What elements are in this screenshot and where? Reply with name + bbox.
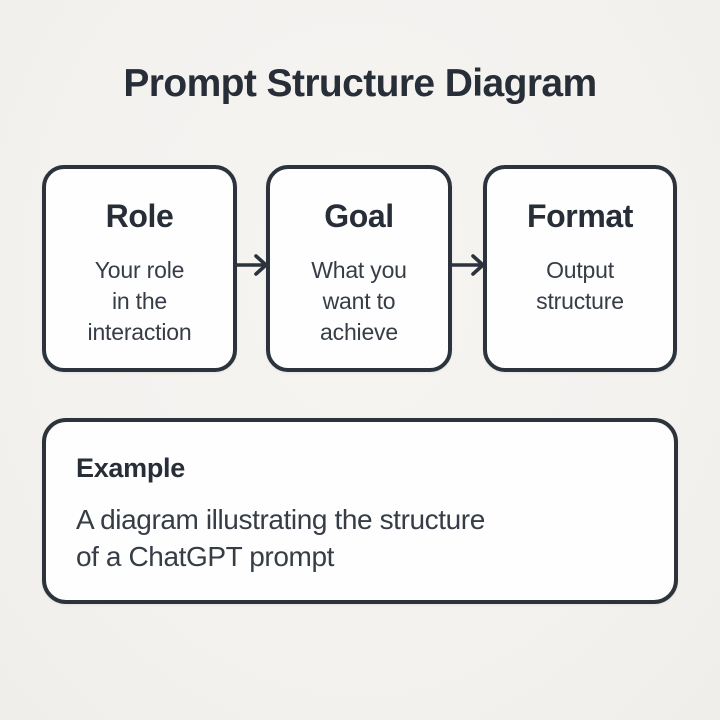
flow-step-role-heading: Role — [105, 198, 174, 234]
flow-step-format: Format Output structure — [483, 165, 677, 372]
example-card: Example A diagram illustrating the struc… — [42, 418, 678, 604]
flow-step-role: Role Your role in the interaction — [42, 165, 237, 372]
arrow-right-icon — [449, 252, 486, 278]
example-description: A diagram illustrating the structure of … — [76, 504, 485, 572]
page-title: Prompt Structure Diagram — [123, 62, 597, 105]
arrow-right-icon — [233, 252, 269, 278]
flow-step-goal-heading: Goal — [324, 198, 394, 234]
flow-step-goal-description: What you want to achieve — [311, 257, 407, 345]
flow-step-goal: Goal What you want to achieve — [266, 165, 452, 372]
flow-step-format-heading: Format — [526, 198, 634, 234]
example-heading: Example — [76, 453, 185, 483]
flow-step-role-description: Your role in the interaction — [87, 257, 192, 345]
flow-step-format-description: Output structure — [536, 257, 624, 314]
